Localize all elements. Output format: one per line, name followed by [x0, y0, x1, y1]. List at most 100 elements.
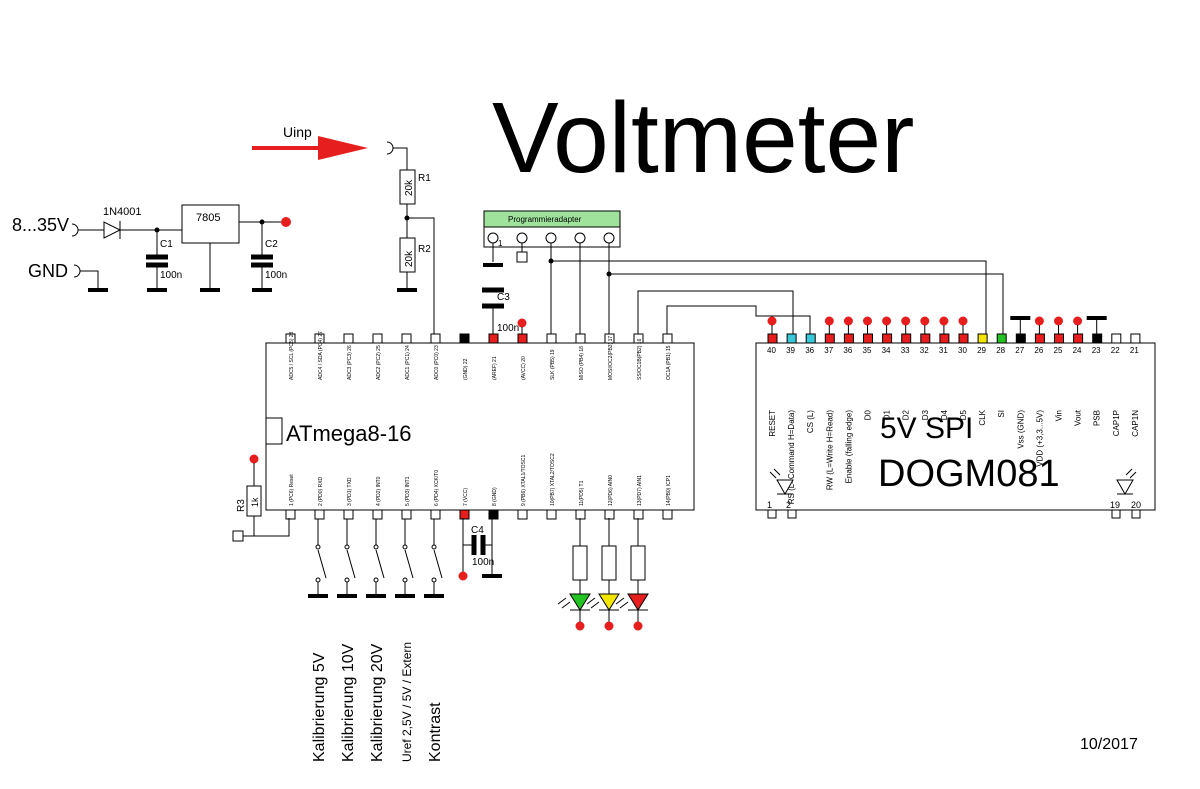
r3-name: R3 — [236, 499, 247, 512]
mcu-name: ATmega8-16 — [286, 421, 412, 446]
uinp-label: Uinp — [283, 124, 312, 140]
display-pin-number: 25 — [1054, 346, 1063, 355]
display-pin-number: 21 — [1130, 346, 1139, 355]
vcc-output-dot — [281, 217, 291, 227]
date-label: 10/2017 — [1080, 736, 1138, 753]
bl-left-pin2: 2 — [786, 500, 791, 510]
mcu-bottom-pin — [633, 509, 644, 520]
reset-circuit: 1k R3 — [232, 454, 290, 542]
display-body — [755, 342, 1156, 511]
display-pin-label: RW (L=Write H=Read) — [825, 410, 834, 491]
display-pin-number: 30 — [958, 346, 967, 355]
c2-value: 100n — [265, 270, 287, 281]
display-pin-label: D0 — [864, 409, 873, 420]
gnd-label: GND — [28, 261, 68, 281]
mcu-top-pin — [517, 333, 528, 344]
mcu-top-pin — [546, 333, 557, 344]
mcu-bottom-pin-label: 8 (GND) — [492, 487, 498, 506]
display-pin-number: 29 — [977, 346, 986, 355]
diode-1n4001: 1N4001 — [100, 206, 182, 239]
r3-value: 1k — [250, 497, 260, 507]
mcu-top-pin — [285, 333, 296, 344]
avcc-dot — [517, 318, 527, 328]
switch-5: Kontrast — [424, 519, 444, 762]
mcu-top-pin-label: ADC5 / SCL (PC5) 28 — [289, 331, 295, 380]
mcu-top-pin — [575, 333, 586, 344]
display-pin-label: VDD (+3,3...5V) — [1035, 410, 1044, 467]
display-pin — [1054, 333, 1064, 344]
display-pin — [805, 333, 816, 344]
gnd-terminal — [73, 264, 99, 290]
display-pin-label: CAP1N — [1131, 410, 1140, 437]
diode-label: 1N4001 — [103, 206, 142, 218]
display-pin — [786, 333, 797, 344]
mcu-top-pin-label: ADC0 (PC0) 23 — [434, 345, 440, 380]
mcu-notch — [265, 417, 283, 445]
c1-value: 100n — [160, 270, 182, 281]
display-pin-label: Enable (falling edge) — [844, 410, 853, 484]
input-divider: Uinp 20k R1 20k R2 — [252, 124, 435, 334]
mcu-top-pin-label: MISO (PB4) 18 — [579, 346, 585, 380]
mcu-top-pin — [604, 333, 615, 344]
regulator-label: 7805 — [196, 212, 220, 224]
mcu-top-pin — [401, 333, 412, 344]
display-pin-label: D4 — [940, 409, 949, 420]
display-pin — [977, 333, 988, 344]
display-pin-label: Vin — [1055, 410, 1064, 421]
mcu-bottom-pin — [401, 509, 412, 520]
mcu-bottom-pin — [546, 509, 557, 520]
r1-name: R1 — [418, 173, 431, 184]
switch-label: Kalibrierung 10V — [340, 643, 357, 762]
mcu-bottom-pin-label: 12(PD6) AIN0 — [608, 475, 614, 506]
display-pin-number: 37 — [824, 346, 833, 355]
display-pin — [939, 333, 950, 344]
input-arrow-icon — [252, 136, 368, 160]
c3-name: C3 — [497, 292, 510, 303]
mcu-bottom-pin-label: 6 (PD4) XCK/T0 — [434, 470, 440, 506]
mcu-bottom-pin-label: 10(PB7) XTAL2/TOSC2 — [550, 453, 556, 506]
mcu-top-pin — [430, 333, 441, 344]
r1-value: 20k — [404, 179, 415, 196]
mcu-bottom-pin-label: 5 (PD3) INT1 — [405, 476, 411, 506]
switch-label: Uref 2,5V / 5V / Extern — [400, 642, 414, 762]
display-pin — [901, 333, 912, 344]
mcu-top-pin-label: (AREF) 21 — [492, 356, 498, 380]
mcu-top-pin-label: SLK (PB5) 19 — [550, 349, 556, 380]
switch-label: Kontrast — [427, 702, 444, 762]
switch-label: Kalibrierung 5V — [311, 652, 328, 762]
mcu-bottom-pin — [372, 509, 383, 520]
mcu-bottom-pin — [575, 509, 586, 520]
programmer-title: Programmieradapter — [508, 215, 582, 224]
backlight-led-left: 1 2 — [767, 468, 794, 510]
mcu-bottom-pin-label: 9 (PB6) XTAL1/TOSC1 — [521, 455, 527, 506]
mcu-body — [265, 342, 695, 511]
display-pin — [767, 333, 778, 344]
mcu-bottom-pin — [285, 509, 296, 520]
mcu-bottom-pin-label: 3 (PD1) TXD — [347, 477, 353, 506]
supply-input-label: 8...35V — [12, 215, 69, 235]
display-pin-number: 24 — [1073, 346, 1082, 355]
c1-name: C1 — [160, 239, 173, 250]
mcu-bottom-pin-label: 14(PB0) ICP1 — [666, 475, 672, 506]
mcu-bottom-pin-label: 11(PD5) T1 — [579, 480, 585, 506]
mcu-top-pin-label: ADC3 (PC3) 26 — [347, 345, 353, 380]
display-pin — [1034, 333, 1045, 344]
display-pin-label: SI — [997, 410, 1006, 418]
mcu-bottom-pin — [459, 509, 470, 520]
display-pin-number: 23 — [1092, 346, 1101, 355]
display-pin-number: 26 — [1034, 346, 1043, 355]
mcu-bottom-pin — [343, 509, 354, 520]
display-pin — [996, 333, 1007, 344]
led-yellow — [586, 518, 620, 631]
c4-value: 100n — [472, 557, 494, 568]
display-pin-number: 22 — [1111, 346, 1120, 355]
uinp-terminal — [386, 141, 408, 170]
display-pin — [843, 333, 854, 344]
switch-label: Kalibrierung 20V — [369, 643, 386, 762]
display-pin-label: CLK — [978, 409, 987, 425]
mcu-top-pin-label: OC1A (PB1) 15 — [666, 345, 672, 380]
display-pin-label: Vss (GND) — [1016, 410, 1025, 449]
mcu-top-pin — [343, 333, 354, 344]
